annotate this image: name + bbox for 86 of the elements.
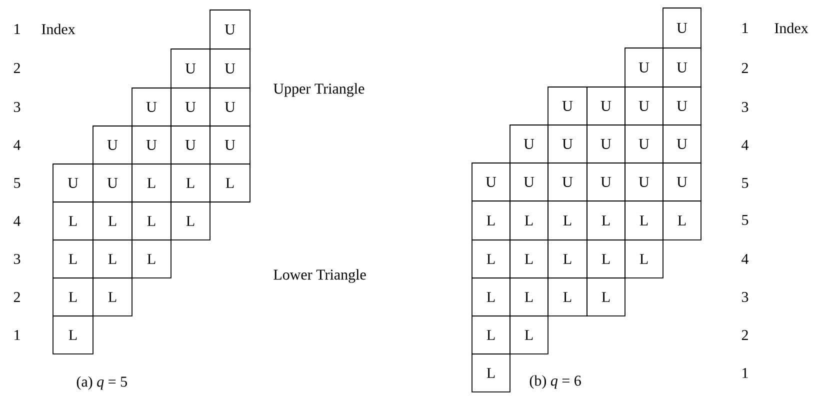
matrix-cell: L bbox=[52, 278, 94, 316]
row-index: 3 bbox=[742, 292, 748, 302]
matrix-cell: L bbox=[548, 200, 588, 240]
row-index: 1 bbox=[742, 23, 748, 33]
row-index: 1 bbox=[14, 24, 20, 34]
matrix-cell: L bbox=[586, 200, 626, 240]
matrix-cell: U bbox=[662, 124, 702, 164]
matrix-cell: U bbox=[586, 86, 626, 126]
matrix-cell: U bbox=[586, 162, 626, 202]
matrix-cell: L bbox=[170, 202, 210, 240]
matrix-cell: U bbox=[170, 88, 210, 126]
row-index: 1 bbox=[742, 368, 748, 378]
matrix-cell: L bbox=[472, 316, 510, 354]
matrix-cell: U bbox=[662, 86, 702, 126]
matrix-cell: U bbox=[92, 126, 132, 164]
matrix-cell: U bbox=[586, 124, 626, 164]
row-index: 2 bbox=[742, 330, 748, 340]
row-index: 3 bbox=[14, 254, 20, 264]
matrix-cell: U bbox=[210, 10, 250, 50]
matrix-cell: U bbox=[92, 164, 132, 202]
matrix-cell: U bbox=[548, 86, 588, 126]
matrix-cell: U bbox=[132, 126, 172, 164]
matrix-cell: L bbox=[92, 278, 132, 316]
matrix-cell: L bbox=[586, 240, 626, 278]
matrix-cell: L bbox=[510, 278, 548, 316]
matrix-cell: L bbox=[624, 240, 664, 278]
row-index: 4 bbox=[14, 216, 21, 226]
matrix-cell: L bbox=[472, 278, 510, 316]
matrix-cell: L bbox=[510, 316, 548, 354]
matrix-cell: L bbox=[472, 240, 510, 278]
matrix-cell: U bbox=[210, 48, 250, 88]
matrix-cell: L bbox=[92, 240, 132, 278]
matrix-cell: L bbox=[662, 200, 702, 240]
caption: (b) q = 6 bbox=[530, 375, 581, 389]
matrix-cell: L bbox=[132, 202, 172, 240]
row-index: 5 bbox=[14, 178, 20, 188]
matrix-cell: L bbox=[472, 200, 510, 240]
matrix-cell: U bbox=[210, 88, 250, 126]
row-index: 5 bbox=[742, 178, 748, 188]
matrix-cell: U bbox=[170, 48, 210, 88]
matrix-cell: U bbox=[662, 48, 702, 88]
axis-heading: Index bbox=[774, 22, 808, 34]
matrix-cell: U bbox=[548, 162, 588, 202]
matrix-cell: L bbox=[548, 240, 588, 278]
matrix-cell: L bbox=[132, 240, 172, 278]
matrix-cell: U bbox=[510, 162, 548, 202]
matrix-cell: L bbox=[92, 202, 132, 240]
matrix-cell: L bbox=[52, 316, 94, 354]
row-index: 5 bbox=[742, 215, 748, 225]
region-label: Upper Triangle bbox=[274, 83, 364, 97]
matrix-cell: U bbox=[662, 162, 702, 202]
matrix-cell: U bbox=[472, 162, 510, 202]
row-index: 4 bbox=[14, 140, 21, 150]
matrix-cell: L bbox=[472, 354, 510, 392]
row-index: 4 bbox=[742, 140, 748, 150]
row-index: 3 bbox=[14, 102, 20, 112]
region-label: Lower Triangle bbox=[274, 269, 366, 283]
matrix-cell: L bbox=[548, 278, 588, 316]
matrix-cell: U bbox=[624, 86, 664, 126]
row-index: 2 bbox=[742, 63, 748, 73]
matrix-cell: U bbox=[662, 8, 702, 48]
matrix-cell: U bbox=[210, 126, 250, 164]
matrix-cell: L bbox=[210, 164, 250, 202]
row-index: 4 bbox=[742, 254, 748, 264]
matrix-cell: L bbox=[170, 164, 210, 202]
row-index: 2 bbox=[14, 63, 20, 73]
matrix-cell: L bbox=[510, 240, 548, 278]
matrix-cell: U bbox=[624, 48, 664, 88]
row-index: 1 bbox=[14, 330, 20, 340]
matrix-cell: U bbox=[624, 124, 664, 164]
row-index: 2 bbox=[14, 292, 20, 302]
matrix-cell: L bbox=[52, 240, 94, 278]
matrix-cell: U bbox=[548, 124, 588, 164]
caption: (a) q = 5 bbox=[76, 376, 127, 390]
matrix-cell: U bbox=[170, 126, 210, 164]
axis-heading: Index bbox=[42, 24, 76, 34]
matrix-cell: L bbox=[510, 200, 548, 240]
matrix-cell: L bbox=[52, 202, 94, 240]
matrix-cell: L bbox=[586, 278, 626, 316]
matrix-cell: U bbox=[52, 164, 94, 202]
matrix-cell: L bbox=[132, 164, 172, 202]
matrix-cell: U bbox=[624, 162, 664, 202]
matrix-cell: L bbox=[624, 200, 664, 240]
matrix-cell: U bbox=[510, 124, 548, 164]
row-index: 3 bbox=[742, 102, 748, 112]
matrix-cell: U bbox=[132, 88, 172, 126]
